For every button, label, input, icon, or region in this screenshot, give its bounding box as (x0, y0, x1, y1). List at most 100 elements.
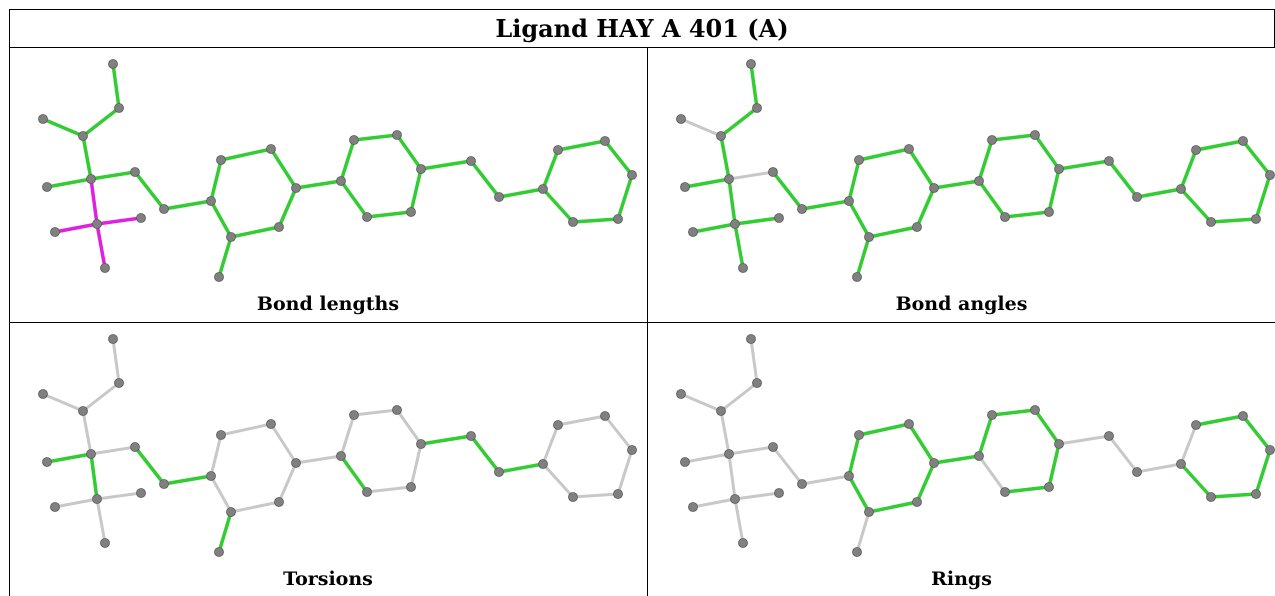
atom-24 (553, 145, 563, 155)
bond-22 (1057, 434, 1111, 446)
atom-1 (114, 378, 124, 388)
atom-4 (724, 449, 734, 459)
atom-11 (929, 183, 939, 193)
bond-34 (89, 177, 99, 226)
atom-15 (336, 176, 346, 186)
bond-11 (915, 461, 936, 504)
atom-18 (416, 439, 426, 449)
atom-17 (1030, 130, 1040, 140)
bond-3 (719, 409, 731, 456)
bond-15 (294, 454, 343, 465)
bond-34 (727, 452, 737, 501)
atom-8 (844, 471, 854, 481)
bond-30 (541, 462, 575, 499)
atom-24 (1191, 420, 1201, 430)
molecule-rings (676, 334, 1275, 557)
atom-6 (768, 167, 778, 177)
bond-14 (217, 235, 233, 279)
atom-26 (1265, 445, 1275, 455)
bond-27 (603, 414, 634, 452)
bond-25 (541, 423, 560, 466)
bond-30 (1179, 462, 1213, 499)
bond-3 (81, 134, 93, 181)
atom-28 (568, 217, 578, 227)
atom-16 (349, 410, 359, 420)
caption-rings: Rings (931, 568, 992, 590)
bond-5 (727, 445, 775, 456)
bond-12 (867, 500, 919, 514)
bond-13 (209, 474, 233, 514)
bond-26 (1194, 139, 1245, 152)
bond-1 (719, 106, 759, 138)
bond-20 (1003, 210, 1051, 219)
bond-12 (867, 225, 919, 239)
bond-27 (603, 139, 634, 177)
atom-31 (774, 213, 784, 223)
atom-28 (1206, 492, 1216, 502)
bond-23 (469, 159, 501, 199)
atom-32 (100, 263, 110, 273)
atom-14 (852, 547, 862, 557)
atom-22 (494, 467, 504, 477)
bond-8 (209, 433, 223, 478)
atom-32 (738, 538, 748, 548)
atom-2 (716, 406, 726, 416)
bond-15 (932, 454, 981, 465)
bond-20 (1003, 485, 1051, 494)
bond-24 (497, 462, 545, 474)
atom-28 (568, 492, 578, 502)
atom-7 (797, 479, 807, 489)
bond-22 (419, 159, 473, 171)
atom-8 (844, 196, 854, 206)
bond-37 (733, 222, 745, 270)
atom-32 (100, 538, 110, 548)
atom-30 (688, 502, 698, 512)
atom-24 (1191, 145, 1201, 155)
bond-21 (977, 454, 1007, 494)
atom-28 (1206, 217, 1216, 227)
bond-1 (719, 381, 759, 413)
atom-19 (406, 482, 416, 492)
bond-26 (556, 414, 607, 427)
bond-30 (541, 187, 575, 224)
bond-4 (683, 177, 731, 189)
atom-6 (130, 167, 140, 177)
atom-6 (130, 442, 140, 452)
atom-1 (752, 378, 762, 388)
bond-23 (1107, 159, 1139, 199)
bond-11 (915, 186, 936, 229)
atom-29 (92, 219, 102, 229)
bond-0 (111, 62, 121, 110)
border-middle (9, 322, 1275, 323)
atom-18 (416, 164, 426, 174)
bond-15 (932, 179, 981, 190)
bond-37 (95, 497, 107, 545)
atom-22 (1132, 467, 1142, 477)
atom-19 (406, 207, 416, 217)
atom-9 (216, 155, 226, 165)
atom-14 (852, 272, 862, 282)
bond-35 (53, 222, 99, 234)
bond-9 (219, 147, 273, 162)
bond-4 (45, 177, 93, 189)
bond-7 (800, 474, 851, 486)
bond-2 (679, 392, 723, 413)
atom-29 (730, 494, 740, 504)
bond-29 (1209, 492, 1258, 499)
atom-5 (680, 457, 690, 467)
bond-16 (339, 138, 356, 183)
atom-27 (613, 214, 623, 224)
atom-30 (50, 502, 60, 512)
atom-3 (676, 114, 686, 124)
bond-0 (749, 62, 759, 110)
atom-0 (108, 334, 118, 344)
bond-24 (497, 187, 545, 199)
atom-16 (349, 135, 359, 145)
atom-26 (1265, 170, 1275, 180)
bond-13 (209, 199, 233, 239)
atom-18 (1054, 439, 1064, 449)
atom-5 (42, 457, 52, 467)
bond-36 (733, 491, 781, 501)
atom-11 (291, 458, 301, 468)
bond-6 (133, 445, 166, 486)
